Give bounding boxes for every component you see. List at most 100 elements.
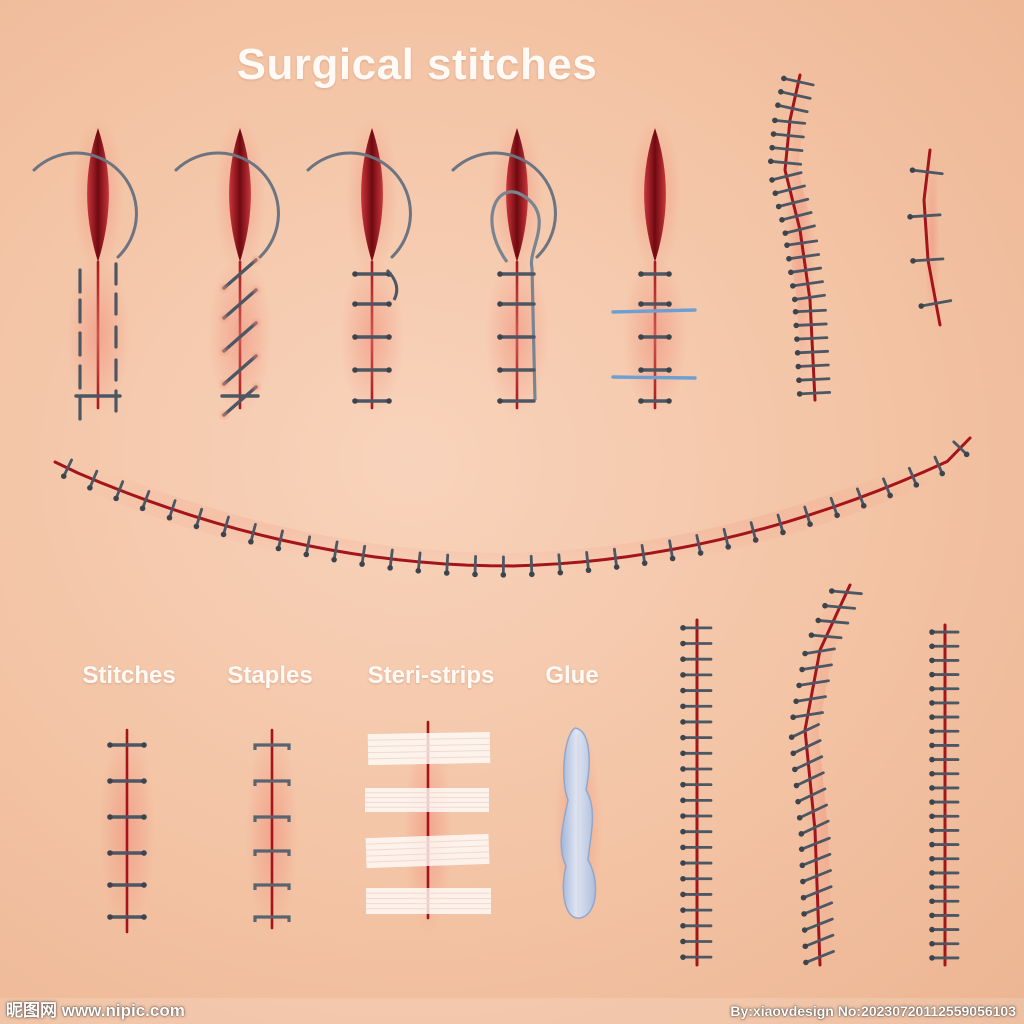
stitch-knot <box>929 742 935 749</box>
incision-stage-3 <box>306 116 412 415</box>
stitch-knot <box>794 336 800 342</box>
stitch <box>749 521 758 542</box>
stitch-knot <box>929 770 935 777</box>
stitch-knot <box>790 714 796 721</box>
glue-layer <box>560 727 597 919</box>
stitch-knot <box>798 846 805 852</box>
stitch-knot <box>796 391 803 397</box>
stitch-knot <box>929 700 935 706</box>
page-title: Surgical stitches <box>236 40 598 89</box>
skin-redness <box>623 255 687 415</box>
stitch <box>276 529 284 550</box>
stitch <box>769 159 803 166</box>
stitch-knot <box>788 734 795 740</box>
stitch <box>782 77 815 87</box>
stitch <box>668 539 675 560</box>
stitch <box>794 308 827 314</box>
stitch-knot <box>801 927 808 933</box>
skin-redness <box>485 255 549 415</box>
stitch <box>114 480 125 500</box>
stitch-knot <box>929 657 935 664</box>
stitch-knot <box>929 955 935 961</box>
stitch-knot <box>929 714 935 720</box>
stitch-knot <box>799 666 805 673</box>
puncture-mark <box>250 381 262 393</box>
stitch-knot <box>585 567 592 574</box>
stitch-knot <box>141 914 147 920</box>
stitch <box>416 551 422 573</box>
stitch <box>88 469 99 490</box>
stitch-knot <box>929 756 935 763</box>
stitch-knot <box>352 301 358 307</box>
stitch <box>168 499 177 520</box>
stitch <box>797 377 831 382</box>
strip-body <box>367 731 491 766</box>
stitch-knot <box>769 177 775 183</box>
stitch-knot <box>220 531 227 538</box>
stitch-knot <box>529 571 535 578</box>
stitch-knot <box>497 398 503 404</box>
stitch <box>777 197 810 208</box>
stitch-knot <box>107 814 113 820</box>
suture-needle <box>174 151 280 259</box>
stitch-knot <box>793 782 800 789</box>
strip-fiber <box>367 737 490 741</box>
stitch-knot <box>638 301 644 307</box>
stitch <box>640 543 647 565</box>
stitch-knot <box>929 855 935 862</box>
stitch-knot <box>929 629 935 635</box>
stitch-knot <box>792 308 799 315</box>
stitch-knot <box>929 898 935 905</box>
stitch-knot <box>107 742 113 748</box>
stitch-knot <box>386 367 392 373</box>
strip-fiber <box>366 857 490 863</box>
stitch-knot <box>860 502 867 509</box>
stitch <box>796 363 830 368</box>
stitch-knot <box>248 539 254 545</box>
stitch <box>772 132 805 139</box>
incision <box>229 128 251 262</box>
strip-fiber <box>367 743 490 747</box>
steri-strip <box>367 731 491 766</box>
stitch-knot <box>500 572 507 578</box>
suture-needle <box>32 151 138 259</box>
stitch <box>222 321 258 353</box>
puncture-mark <box>250 254 262 266</box>
incision <box>87 128 109 262</box>
wound-line <box>53 436 972 568</box>
stitch-knot <box>60 473 67 480</box>
stitch-knot <box>303 551 310 558</box>
stitch <box>780 211 813 222</box>
stitch <box>445 553 450 575</box>
long-curved-suture <box>42 425 983 579</box>
stitch-knot <box>359 561 365 567</box>
stitch <box>911 168 944 176</box>
stitch-knot <box>107 778 113 784</box>
stitch-knot <box>778 89 784 95</box>
stitch-knot <box>963 451 970 458</box>
stitch-knot <box>801 911 807 917</box>
running-suture-bottom <box>929 612 960 978</box>
stitch-knot <box>775 203 782 210</box>
stitch <box>791 711 824 719</box>
stitch <box>473 554 477 576</box>
stitch-knot <box>386 301 392 307</box>
stitch-knot <box>800 878 806 885</box>
stitch <box>911 257 945 263</box>
stitch <box>793 293 826 301</box>
puncture-mark <box>250 284 262 296</box>
stitch-knot <box>497 367 503 373</box>
stitch <box>802 901 834 916</box>
stitch-knot <box>680 891 686 898</box>
stitch-knot <box>141 814 147 820</box>
stitch-knot <box>352 398 358 404</box>
puncture-mark <box>218 378 230 390</box>
puncture-mark <box>218 409 230 421</box>
stitch-knot <box>929 841 935 848</box>
stitch-knot <box>796 814 803 821</box>
stitch <box>222 354 258 386</box>
stitch <box>222 385 258 417</box>
stitch <box>790 723 820 739</box>
suture-needle <box>306 151 412 259</box>
